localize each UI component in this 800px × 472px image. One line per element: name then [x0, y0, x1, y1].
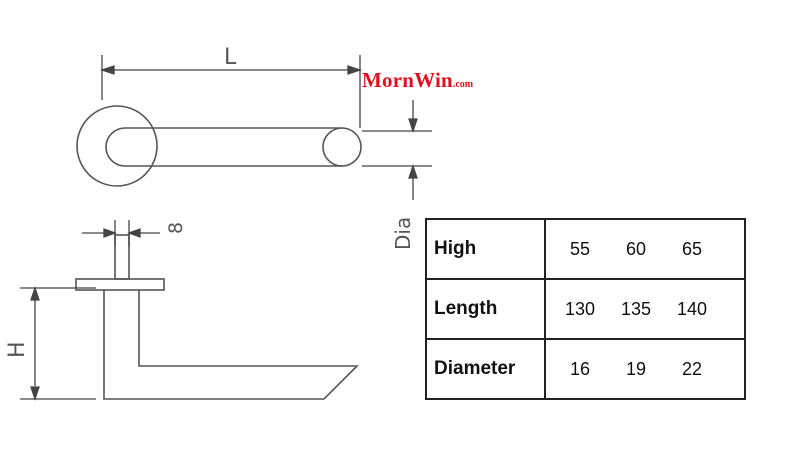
row-values-high: 55 60 65 — [544, 218, 746, 280]
row-values-diameter: 16 19 22 — [544, 338, 746, 400]
lever-end-circle — [322, 127, 362, 167]
lever-body-outline — [103, 290, 359, 400]
table-row: High 55 60 65 — [425, 218, 746, 280]
table-row: Length 130 135 140 — [425, 278, 746, 340]
rose-plate — [75, 278, 165, 291]
table-cell: 65 — [681, 238, 703, 259]
table-cell: 130 — [564, 298, 596, 319]
table-cell: 60 — [625, 238, 647, 259]
row-label-diameter: Diameter — [425, 338, 546, 400]
row-label-length: Length — [425, 278, 546, 340]
table-cell: 135 — [620, 298, 652, 319]
table-cell: 55 — [569, 238, 591, 259]
row-label-high: High — [425, 218, 546, 280]
logo-main-text: MornWin — [362, 68, 453, 92]
table-cell: 16 — [569, 358, 591, 379]
row-values-length: 130 135 140 — [544, 278, 746, 340]
length-label: L — [224, 45, 237, 70]
height-label: H — [5, 341, 30, 358]
diameter-label: Dia — [391, 217, 415, 250]
length-dimension — [99, 55, 363, 128]
table-row: Diameter 16 19 22 — [425, 338, 746, 400]
rose-thickness-label: 8 — [165, 222, 187, 234]
mornwin-logo: MornWin.com — [362, 68, 473, 93]
table-cell: 22 — [681, 358, 703, 379]
handle-top-view — [76, 105, 362, 187]
spindle — [114, 234, 130, 280]
table-cell: 140 — [676, 298, 708, 319]
table-cell: 19 — [625, 358, 647, 379]
handle-side-view — [75, 234, 359, 400]
height-dimension — [20, 285, 96, 402]
lever-bar-outline — [105, 127, 342, 167]
spec-table: High 55 60 65 Length 130 135 140 Diameter 16… — [425, 218, 746, 400]
logo-suffix-text: .com — [452, 79, 474, 90]
diameter-dimension — [362, 100, 432, 200]
rose-outer-circle — [76, 105, 158, 187]
rose-thickness-dimension — [82, 220, 160, 246]
